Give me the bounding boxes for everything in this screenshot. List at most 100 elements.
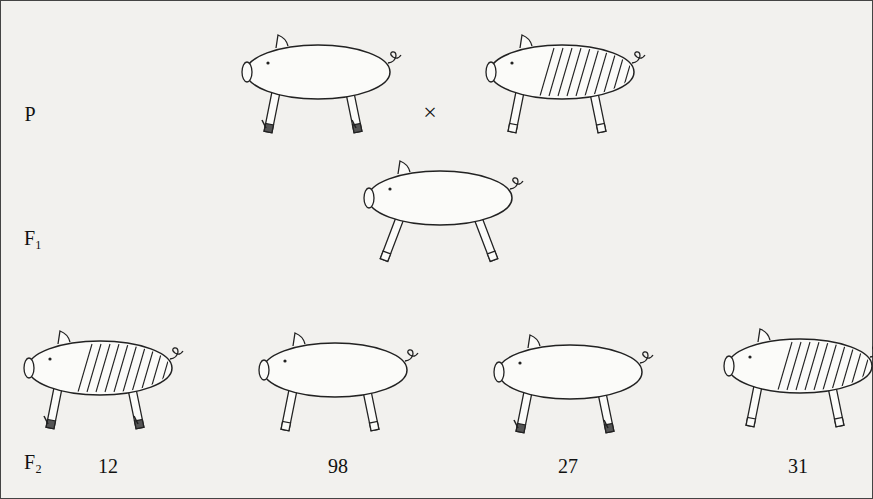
pig-body <box>368 171 512 225</box>
pig-snout <box>724 356 734 376</box>
hatch-line <box>796 342 810 390</box>
hatch-line <box>814 342 828 390</box>
hatch-line <box>832 342 846 390</box>
pig-hoof <box>508 123 517 132</box>
hatch-line <box>540 48 554 96</box>
pig-figure <box>724 329 873 427</box>
hatch-line <box>805 342 819 390</box>
count-number: 27 <box>558 456 578 476</box>
hatch-line <box>630 48 644 96</box>
pig-body <box>498 345 642 399</box>
pig-figure <box>364 161 523 261</box>
hatch-line <box>78 344 92 392</box>
pig-leg <box>598 392 614 433</box>
hatch-line <box>141 344 155 392</box>
hatch-line <box>567 48 581 96</box>
count-number: 12 <box>98 456 118 476</box>
hatch-line <box>123 344 137 392</box>
hatch-line <box>859 342 873 390</box>
pig-snout <box>259 360 269 380</box>
hoof-mark <box>262 120 266 128</box>
pig-body <box>246 45 390 99</box>
hatch-line <box>549 48 563 96</box>
hatch-line <box>558 48 572 96</box>
pig-leg <box>46 387 62 429</box>
pig-snout <box>364 188 374 208</box>
hatch-line <box>621 48 635 96</box>
pig-hoof <box>380 251 390 261</box>
pig-ear <box>520 35 532 48</box>
hatch-line <box>114 344 128 392</box>
pig-snout <box>24 358 34 378</box>
pig-tail <box>640 352 653 363</box>
pig-leg <box>363 390 379 431</box>
pig-figure <box>494 335 653 433</box>
hatch-line <box>823 342 837 390</box>
pig-eye <box>283 359 286 362</box>
pig-eye <box>748 355 751 358</box>
pig-figure <box>24 331 191 429</box>
pig-eye <box>510 61 513 64</box>
pig-ear <box>293 333 305 346</box>
pig-body <box>728 339 872 393</box>
pig-tail <box>170 348 183 359</box>
hatch-line <box>150 344 164 392</box>
hatch-line <box>87 344 101 392</box>
hatch-line <box>603 48 617 96</box>
pig-tail <box>632 52 645 63</box>
hatch-line <box>585 48 599 96</box>
pig-ear <box>758 329 770 342</box>
count-number: 98 <box>328 456 348 476</box>
pig-body <box>28 341 172 395</box>
hatch-line <box>850 342 864 390</box>
pig-leg <box>281 389 297 431</box>
pig-eye <box>518 361 521 364</box>
pig-eye <box>48 357 51 360</box>
pig-body <box>263 343 407 397</box>
pig-leg <box>828 386 844 427</box>
hoof-mark <box>352 120 356 128</box>
hatch-line <box>612 48 626 96</box>
pig-leg <box>508 91 524 133</box>
hoof-mark <box>134 416 138 424</box>
pig-body <box>490 45 634 99</box>
body-hatching <box>78 344 191 392</box>
pig-tail <box>510 178 523 189</box>
hatch-line <box>132 344 146 392</box>
hatch-line <box>159 344 173 392</box>
pig-tail <box>405 350 418 361</box>
hatch-line <box>841 342 855 390</box>
pig-hoof <box>281 421 290 430</box>
cross-symbol: × <box>423 100 437 124</box>
body-hatching <box>778 342 873 390</box>
hatch-line <box>639 48 653 96</box>
hoof-mark <box>604 420 608 428</box>
pig-leg <box>346 92 362 133</box>
pig-leg <box>264 91 280 133</box>
generation-label: P <box>24 104 35 124</box>
pig-hoof <box>487 251 497 261</box>
pig-eye <box>388 187 391 190</box>
hatch-line <box>778 342 792 390</box>
pig-tail <box>870 346 873 357</box>
pig-snout <box>494 362 504 382</box>
hatch-line <box>787 342 801 390</box>
pig-hoof <box>835 417 844 426</box>
hatch-line <box>168 344 182 392</box>
pig-leg <box>746 385 762 427</box>
hatch-line <box>868 342 873 390</box>
count-number: 31 <box>788 456 808 476</box>
hatch-line <box>105 344 119 392</box>
generation-label: F₁ <box>24 228 42 248</box>
hatch-line <box>177 344 191 392</box>
hatch-line <box>576 48 590 96</box>
pig-snout <box>486 62 496 82</box>
pig-hoof <box>370 421 379 430</box>
pig-ear <box>276 35 288 48</box>
pig-figure <box>242 35 401 133</box>
pig-ear <box>58 331 70 344</box>
hatch-line <box>594 48 608 96</box>
pig-leg <box>474 217 497 262</box>
